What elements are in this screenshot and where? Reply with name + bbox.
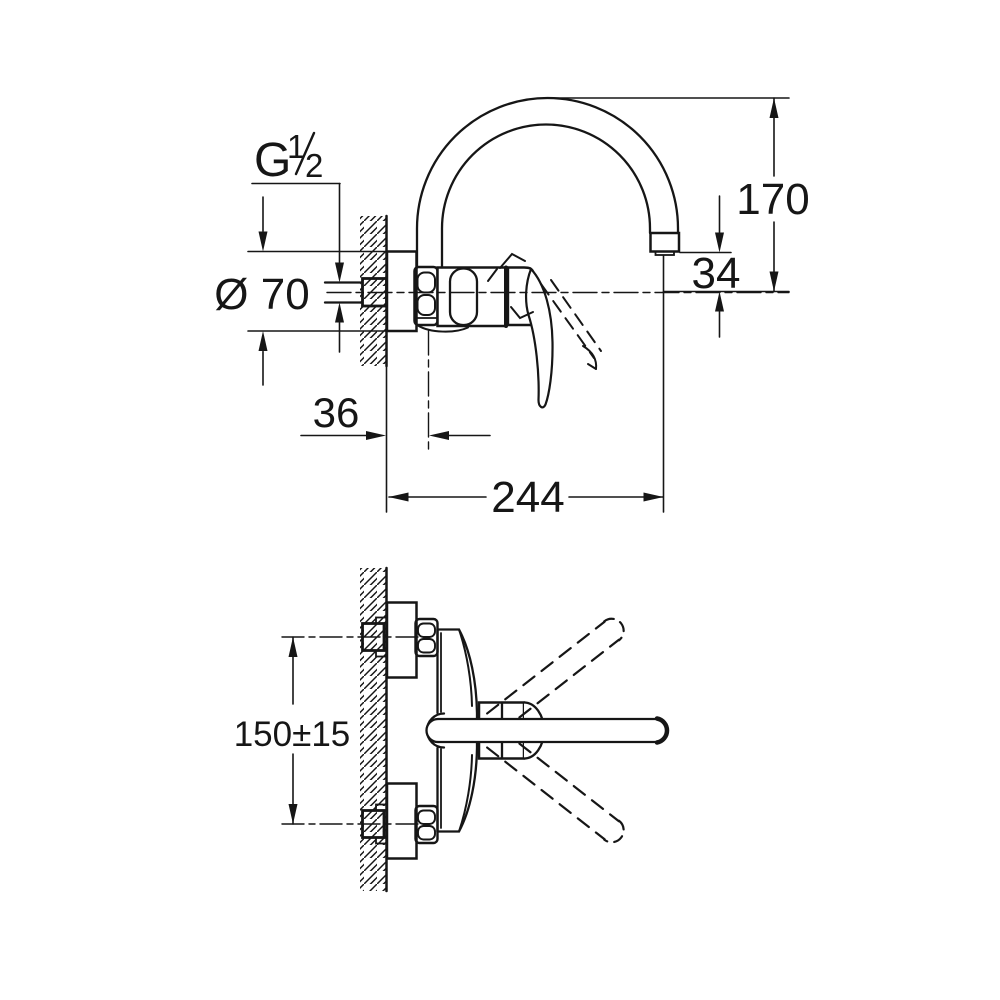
mounting-nut-side [413,265,439,327]
label-170: 170 [736,175,809,224]
label-34: 34 [692,249,741,298]
dimension-150 [288,636,298,825]
label-150: 150±15 [234,715,351,754]
label-thread-g: G [254,134,291,187]
label-diameter-70: Ø 70 [214,270,309,319]
handle-swing-dashes [487,252,602,370]
label-thread-denominator: 2 [305,147,323,184]
dimension-36 [300,431,491,440]
escutcheon-lower [385,782,418,860]
spout-outlet [649,231,681,253]
label-thread-numerator: 1 [287,128,305,165]
spout-tube-plan [425,716,670,745]
dimension-thread-g12 [251,131,344,353]
dimension-244 [388,254,665,513]
dimension-170 [545,97,790,293]
wall-section-side [360,214,388,368]
spout-swivel-dashed-upper [486,617,625,733]
spout-arc [415,96,681,269]
mixer-body-side [417,265,508,333]
wall-section-plan [360,566,388,893]
escutcheon-side [385,250,418,333]
dimension-34 [679,195,732,338]
dimension-diameter-70 [247,196,388,386]
dimension-labels: G 1 2 Ø 70 36 244 170 34 150±15 [214,128,809,754]
label-244: 244 [491,473,564,522]
side-view [323,96,790,513]
plan-view [281,566,670,893]
spout-swivel-dashed-lower [486,728,625,844]
escutcheon-upper [385,601,418,679]
mounting-nut-upper [414,617,439,658]
lever-handle [506,266,554,409]
label-36: 36 [313,389,360,436]
mounting-nut-lower [414,804,439,845]
